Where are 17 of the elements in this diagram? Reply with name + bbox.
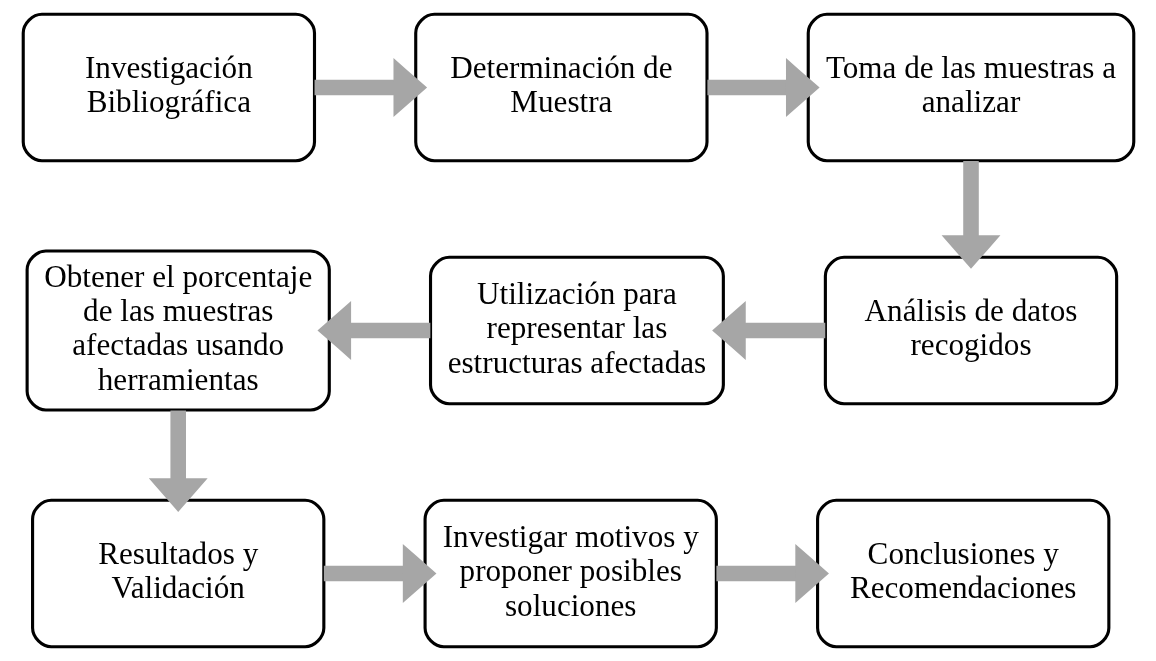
node-box: Resultados y Validación [30,498,325,649]
arrow [941,161,1000,269]
node-box: Investigación Bibliográfica [21,12,316,163]
node-box: Determinación de Muestra [413,12,709,163]
node-box: Toma de las muestras a analizar [806,12,1135,163]
node-box: Análisis de datos recogidos [823,255,1118,406]
arrow [316,301,430,360]
arrow [711,301,825,360]
node-box: Conclusiones y Recomendaciones [815,498,1110,649]
node-box: Investigar motivos y proponer posibles soluciones [423,498,718,649]
arrow [715,544,829,603]
node-box: Utilización para representar las estructuras afectadas [428,255,725,406]
arrow [706,58,820,117]
node-box: Obtener el porcentaje de las muestras afectadas usando herramientas [25,249,331,412]
arrow [148,410,208,512]
arrow [323,544,436,603]
arrow [314,58,427,117]
